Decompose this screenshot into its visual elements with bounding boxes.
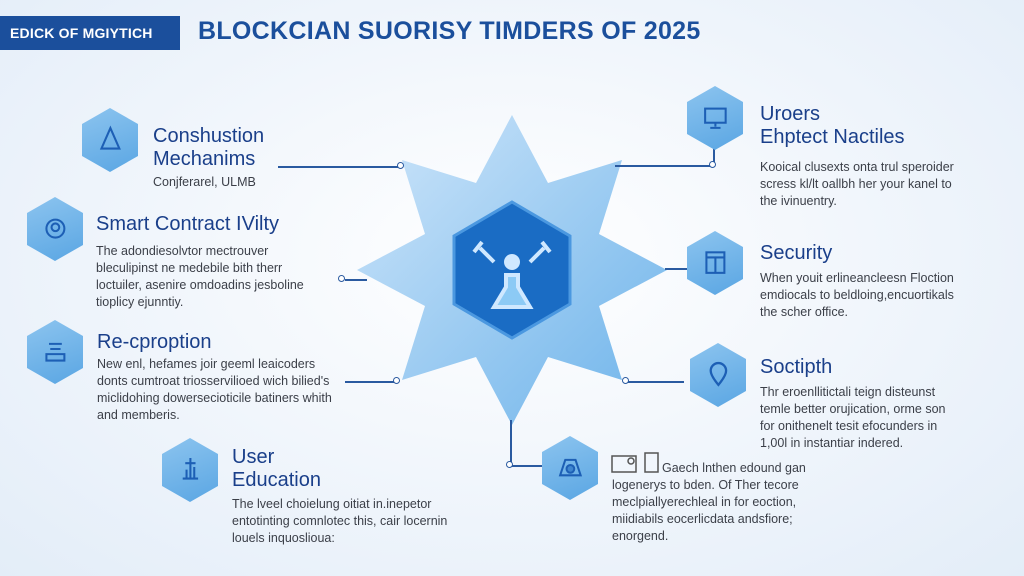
location-pin-icon [690,343,746,407]
item-title: Soctipth [760,356,833,378]
flask-icon [82,108,138,172]
connector-dot [397,162,404,169]
refresh-gear-icon [27,197,83,261]
lab-stand-icon [162,438,218,502]
center-star-graphic [357,115,667,425]
item-desc: Gaech lnthen edound gan [662,461,806,475]
connector-line [628,381,684,383]
connector-line [278,166,400,168]
printer-icon [27,320,83,384]
device-icons [611,452,659,473]
connector-line [510,465,542,467]
bell-shield-icon [542,436,598,500]
blockchain-core-icon [472,240,552,309]
monitor-icon [687,86,743,150]
connector-line [510,420,512,465]
server-rack-icon [687,231,743,295]
connector-dot [338,275,345,282]
connector-line [345,279,367,281]
connector-line [615,165,713,167]
connector-dot [393,377,400,384]
connector-dot [622,377,629,384]
header-badge: EDICK OF MGIYTICH [0,16,180,50]
connector-line [345,381,395,383]
connector-line [713,146,715,164]
item-title: Smart Contract IVilty [96,213,280,235]
item-title: Security [760,242,833,264]
page-title: BLOCKCIAN SUORISY TIMDERS OF 2025 [198,17,701,45]
item-desc: Conjferarel, ULMB [153,175,256,189]
connector-dot [709,161,716,168]
connector-line [665,268,690,270]
connector-dot [506,461,513,468]
item-title: Re-cproption [97,331,212,353]
